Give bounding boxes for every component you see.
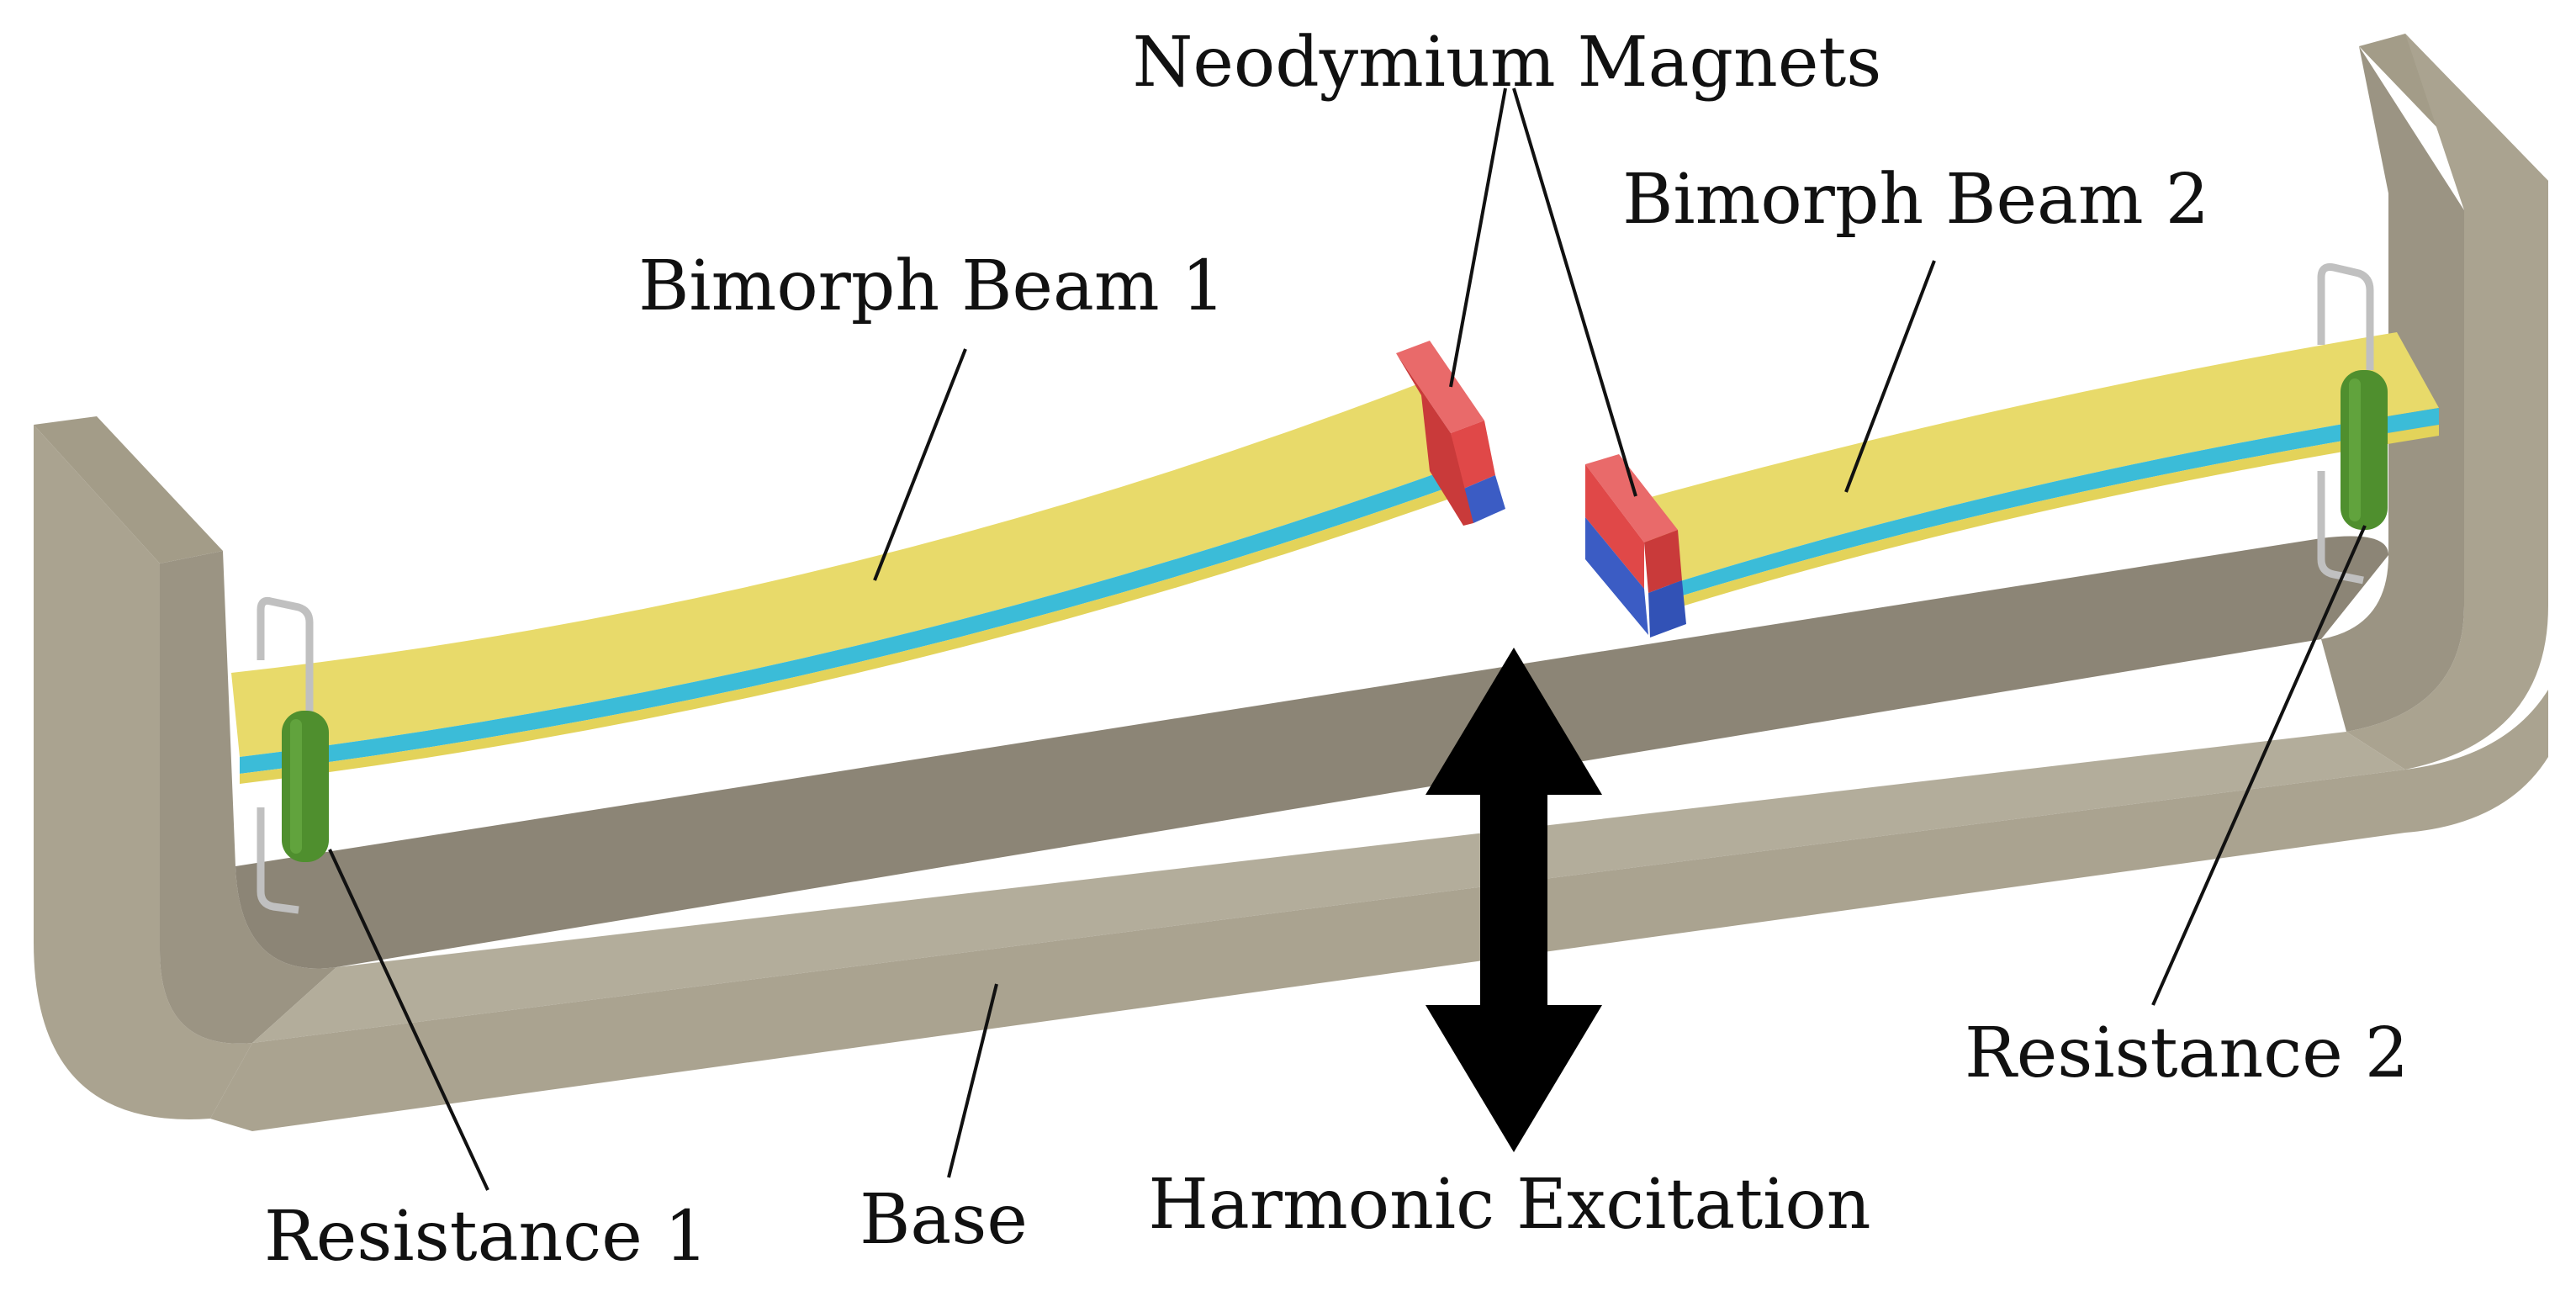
- label-bimorph-beam-1: Bimorph Beam 1: [638, 246, 1225, 326]
- base-left-wall-top: [34, 416, 223, 563]
- beam-1-top: [231, 383, 1455, 757]
- base-front-lip: [252, 732, 2405, 1043]
- resistor-1: [257, 597, 329, 914]
- harmonic-excitation-arrow: [1426, 648, 1602, 1152]
- resistor-2-wire-lower: [2317, 471, 2364, 585]
- leader-resistance-2: [2151, 525, 2367, 1006]
- label-resistance-2: Resistance 2: [1965, 1013, 2409, 1093]
- label-bimorph-beam-2: Bimorph Beam 2: [1622, 160, 2209, 240]
- beam-2-top: [1623, 332, 2439, 585]
- beam-2-cyan-layer: [1669, 408, 2439, 599]
- beam-1-cyan-layer: [240, 467, 1459, 774]
- base-floor: [235, 536, 2388, 969]
- leader-beam-2: [1844, 260, 1936, 493]
- resistor-2-wire: [2317, 263, 2374, 370]
- label-neodymium-magnets: Neodymium Magnets: [1133, 23, 1882, 103]
- base-right-wall: [2346, 34, 2548, 770]
- resistor-2-body: [2341, 370, 2388, 530]
- label-resistance-1: Resistance 1: [264, 1197, 708, 1277]
- resistor-1-wire-lower: [257, 807, 299, 914]
- leader-beam-1: [873, 348, 967, 581]
- resistor-1-wire: [257, 597, 314, 732]
- base-front-face: [210, 690, 2548, 1131]
- leader-resistance-1: [328, 849, 489, 1191]
- bimorph-beam-1: [231, 383, 1462, 784]
- base-left-wall: [34, 425, 252, 1119]
- label-harmonic-excitation: Harmonic Excitation: [1148, 1165, 1870, 1245]
- leader-magnet-1: [1449, 87, 1507, 388]
- leader-magnet-2: [1512, 87, 1637, 497]
- resistor-1-body: [282, 711, 329, 862]
- base-left-wall-inner: [160, 551, 336, 1044]
- magnet-2: [1585, 454, 1686, 638]
- leader-lines: [328, 87, 2367, 1191]
- leader-base: [947, 983, 998, 1178]
- label-base: Base: [860, 1180, 1028, 1260]
- magnet-1: [1396, 341, 1505, 526]
- resistor-2: [2317, 263, 2388, 585]
